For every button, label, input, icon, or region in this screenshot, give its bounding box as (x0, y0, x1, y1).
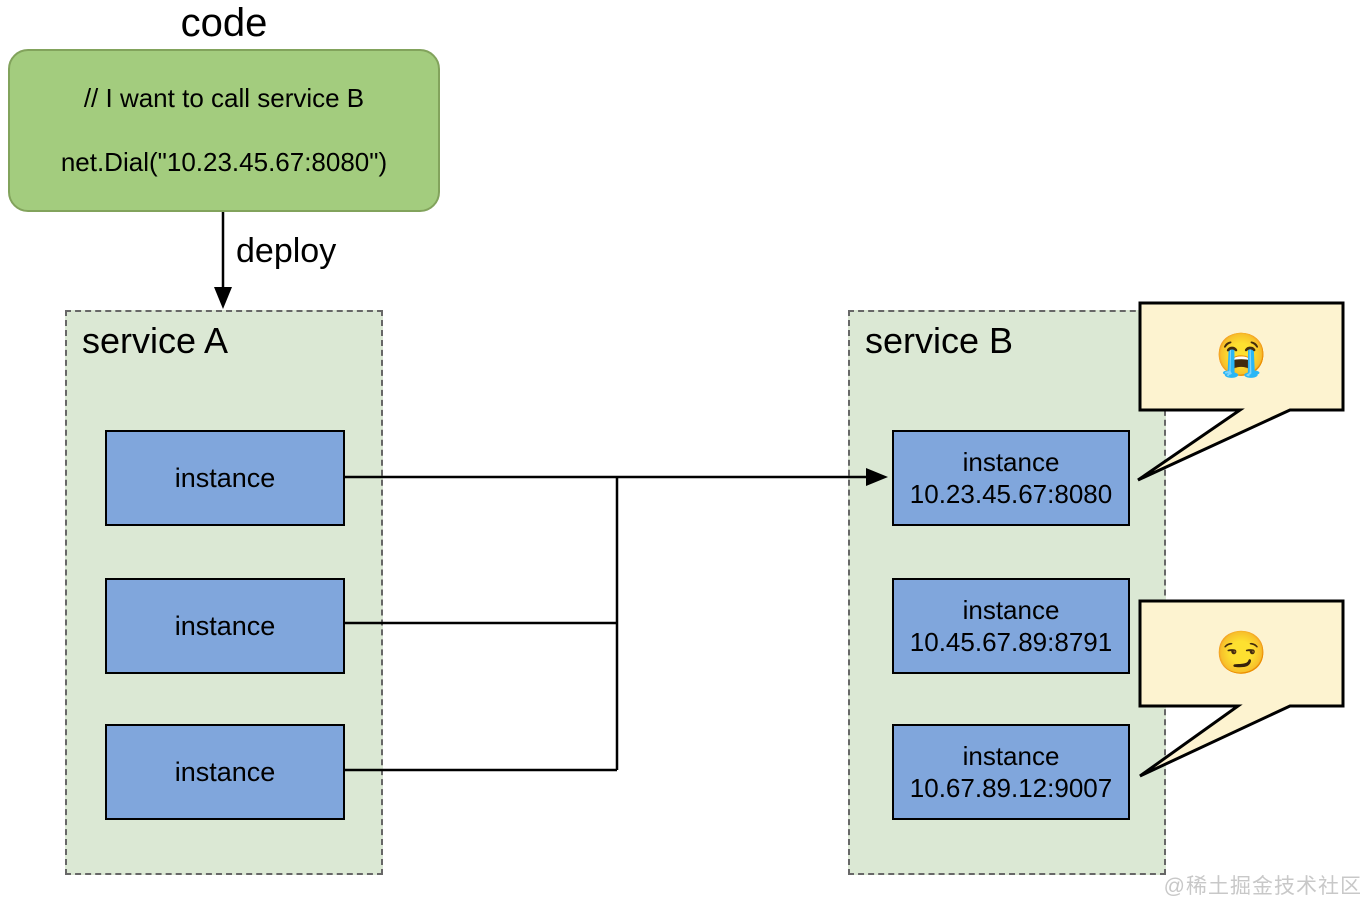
service-b-instance-2: instance 10.45.67.89:8791 (892, 578, 1130, 674)
smirking-face-emoji-icon: 😏 (1215, 628, 1268, 676)
service-a-instance-1: instance (105, 430, 345, 526)
service-a-container: service A instance instance instance (65, 310, 383, 875)
service-b-instance-3: instance 10.67.89.12:9007 (892, 724, 1130, 820)
instance-label: instance (962, 446, 1060, 477)
deploy-label: deploy (236, 232, 337, 270)
instance-label: instance (174, 756, 276, 787)
instance-label: instance (962, 594, 1060, 625)
code-comment-line: // I want to call service B (83, 83, 365, 114)
service-b-container: service B instance 10.23.45.67:8080 inst… (848, 310, 1166, 875)
instance-label: instance (174, 462, 276, 493)
instance-address: 10.67.89.12:9007 (909, 773, 1113, 803)
watermark: @稀土掘金技术社区 (1163, 875, 1362, 898)
service-a-title: service A (82, 320, 229, 361)
service-b-instance-1: instance 10.23.45.67:8080 (892, 430, 1130, 526)
deploy-arrowhead-icon (214, 287, 232, 309)
service-a-instance-3: instance (105, 724, 345, 820)
instance-address: 10.23.45.67:8080 (909, 479, 1113, 509)
instance-label: instance (962, 740, 1060, 771)
service-b-title: service B (865, 320, 1014, 361)
crying-face-emoji-icon: 😭 (1215, 330, 1268, 378)
code-dial-line: net.Dial("10.23.45.67:8080") (60, 146, 388, 177)
instance-address: 10.45.67.89:8791 (909, 627, 1113, 657)
code-snippet-box: // I want to call service B net.Dial("10… (8, 49, 440, 212)
instance-label: instance (174, 610, 276, 641)
code-title: code (180, 1, 268, 45)
service-a-instance-2: instance (105, 578, 345, 674)
